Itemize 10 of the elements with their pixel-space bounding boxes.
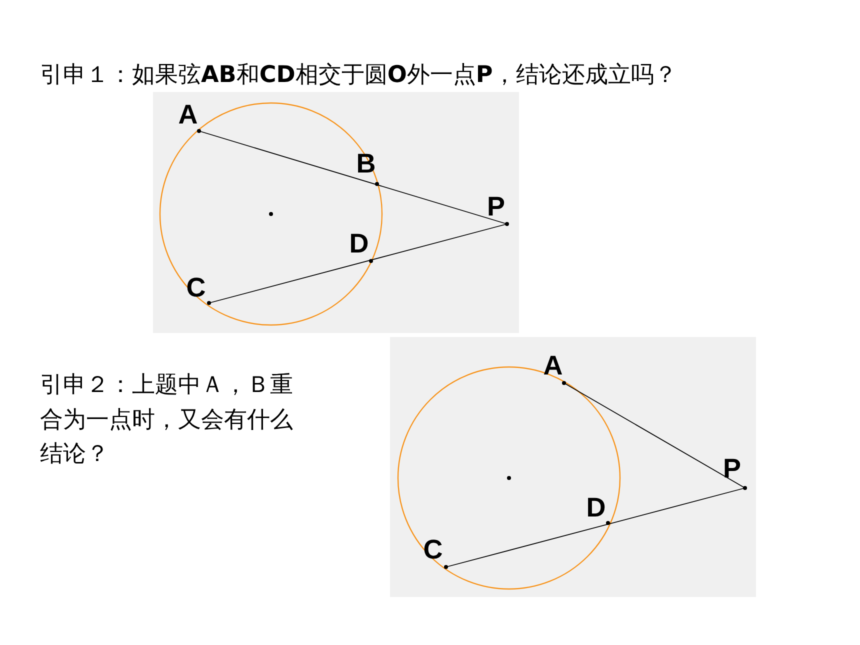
point-label: A [178,102,198,128]
point-label: D [586,494,606,522]
point-label: D [349,230,369,258]
point-label: A [543,352,563,380]
question-text: 引申１：如果弦AB和CD相交于圆O外一点P，结论还成立吗？ [40,61,677,90]
point-label: P [487,194,505,220]
point-label: C [423,536,443,564]
point-label: P [723,456,741,482]
point-label: C [186,274,206,302]
question-text: 引申２：上题中Ａ，Ｂ重合为一点时，又会有什么结论？ [40,371,294,469]
